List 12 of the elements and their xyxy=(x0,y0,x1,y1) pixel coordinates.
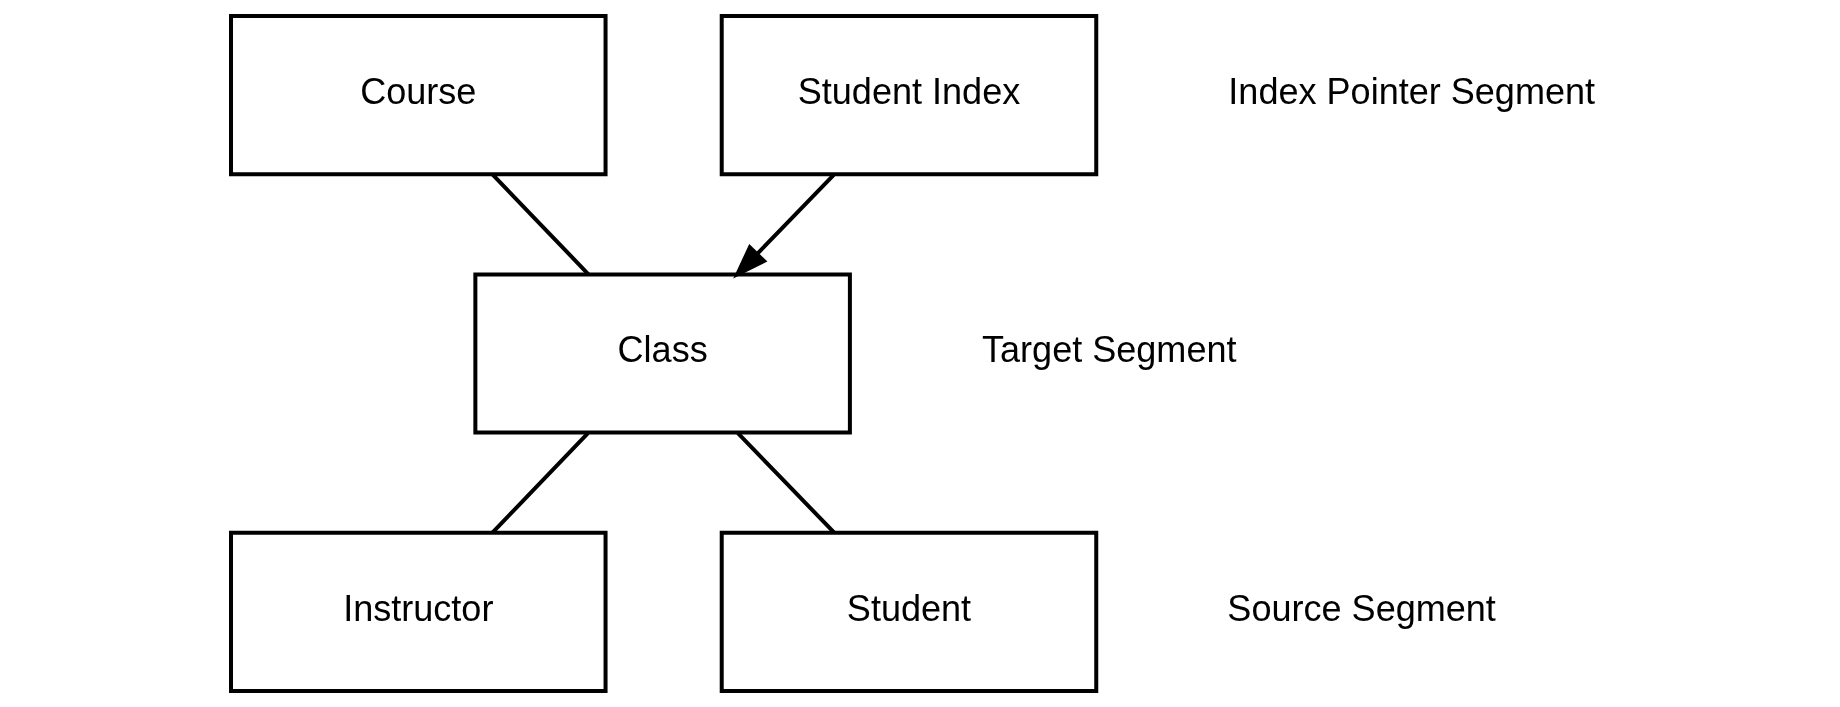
connector xyxy=(490,431,589,535)
node-label: Target Segment xyxy=(981,329,1237,371)
node-label: Source Segment xyxy=(1226,587,1496,629)
node-box: Student Index xyxy=(719,14,1098,177)
arrow xyxy=(732,173,835,279)
node-box: Class xyxy=(472,272,852,435)
node-box: Instructor xyxy=(228,530,608,693)
node-box: Student xyxy=(719,530,1098,693)
connector xyxy=(490,173,590,276)
node-label: Index Pointer Segment xyxy=(1227,70,1595,112)
node-box: Course xyxy=(228,14,608,177)
connector xyxy=(735,431,836,535)
